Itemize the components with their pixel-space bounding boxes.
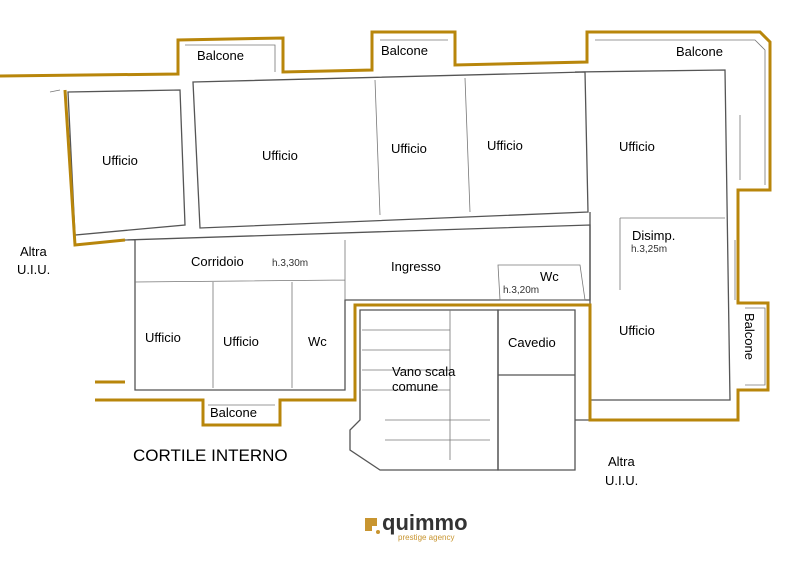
height-label: h.3,20m [503, 285, 539, 296]
logo-name: quimmo [382, 510, 468, 535]
neighbor-label: U.I.U. [17, 262, 50, 277]
room-label: Ingresso [391, 259, 441, 274]
balcony-label: Balcone [742, 313, 757, 360]
room-label: Ufficio [487, 138, 523, 153]
room-label: Vano scala [392, 364, 456, 379]
boundary-left [63, 89, 126, 247]
room-label: Wc [540, 269, 559, 284]
balcony-label: Balcone [210, 405, 257, 420]
balcony-rails [185, 39, 766, 406]
room-label: Ufficio [391, 141, 427, 156]
height-label: h.3,30m [272, 258, 308, 269]
balcony-label: Balcone [197, 48, 244, 63]
room-label: Ufficio [262, 148, 298, 163]
property-boundary [0, 30, 772, 427]
room-label: Ufficio [619, 139, 655, 154]
neighbor-label: Altra [608, 454, 636, 469]
balcony-label: Balcone [381, 43, 428, 58]
room-label: Wc [308, 334, 327, 349]
neighbor-label: U.I.U. [605, 473, 638, 488]
room-label: Ufficio [619, 323, 655, 338]
quimmo-logo: quimmo prestige agency [365, 510, 468, 542]
logo-tagline: prestige agency [398, 533, 454, 542]
interior-walls [49, 69, 741, 471]
room-label: Cavedio [508, 335, 556, 350]
room-label: Disimp. [632, 228, 675, 243]
room-label: Ufficio [102, 153, 138, 168]
room-label: Corridoio [191, 254, 244, 269]
height-label: h.3,25m [631, 244, 667, 255]
balcony-label: Balcone [676, 44, 723, 59]
room-label: Ufficio [145, 330, 181, 345]
room-label: comune [392, 379, 438, 394]
room-label: Ufficio [223, 334, 259, 349]
courtyard-label: CORTILE INTERNO [133, 446, 288, 465]
neighbor-label: Altra [20, 244, 48, 259]
